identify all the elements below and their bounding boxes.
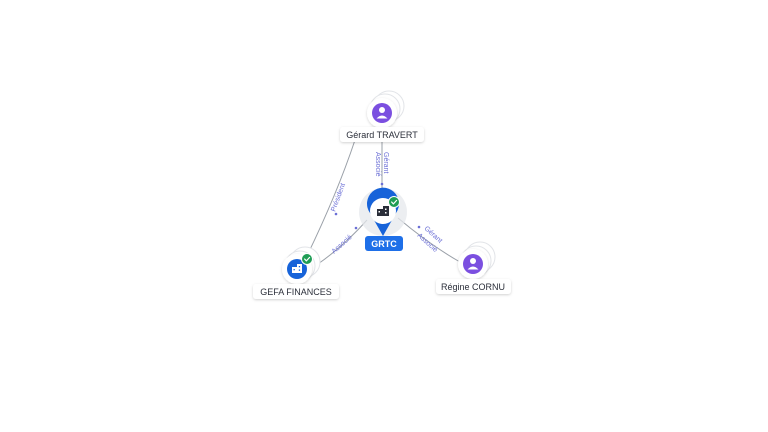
node-regine-cornu[interactable]: Régine CORNU (436, 241, 511, 294)
node-grtc[interactable]: GRTC (359, 187, 407, 251)
person-icon (463, 254, 483, 274)
node-label: Régine CORNU (441, 282, 505, 292)
node-label: GRTC (371, 239, 397, 249)
node-label-box (253, 284, 339, 299)
node-gerard-travert[interactable]: Gérard TRAVERT (340, 90, 424, 142)
edge-arrow (334, 212, 338, 216)
node-gefa-finances[interactable]: GEFA FINANCES (253, 246, 339, 299)
edge-label-associe: Associé (374, 152, 381, 177)
verified-check-icon (388, 196, 400, 208)
edge-label-associe: Associé (331, 234, 354, 256)
node-label-box (340, 127, 424, 142)
node-label-box (436, 279, 511, 294)
edge-arrow (354, 226, 358, 230)
node-label: Gérard TRAVERT (346, 130, 418, 140)
building-icon (377, 206, 389, 216)
person-icon (372, 103, 392, 123)
building-icon (287, 259, 307, 279)
node-label-badge (365, 236, 403, 251)
node-label: GEFA FINANCES (260, 287, 332, 297)
verified-check-icon (301, 253, 313, 265)
edge-arrow (417, 225, 421, 229)
edge-label-gerant: Gérant (382, 152, 389, 173)
edge-arrow (380, 182, 384, 186)
